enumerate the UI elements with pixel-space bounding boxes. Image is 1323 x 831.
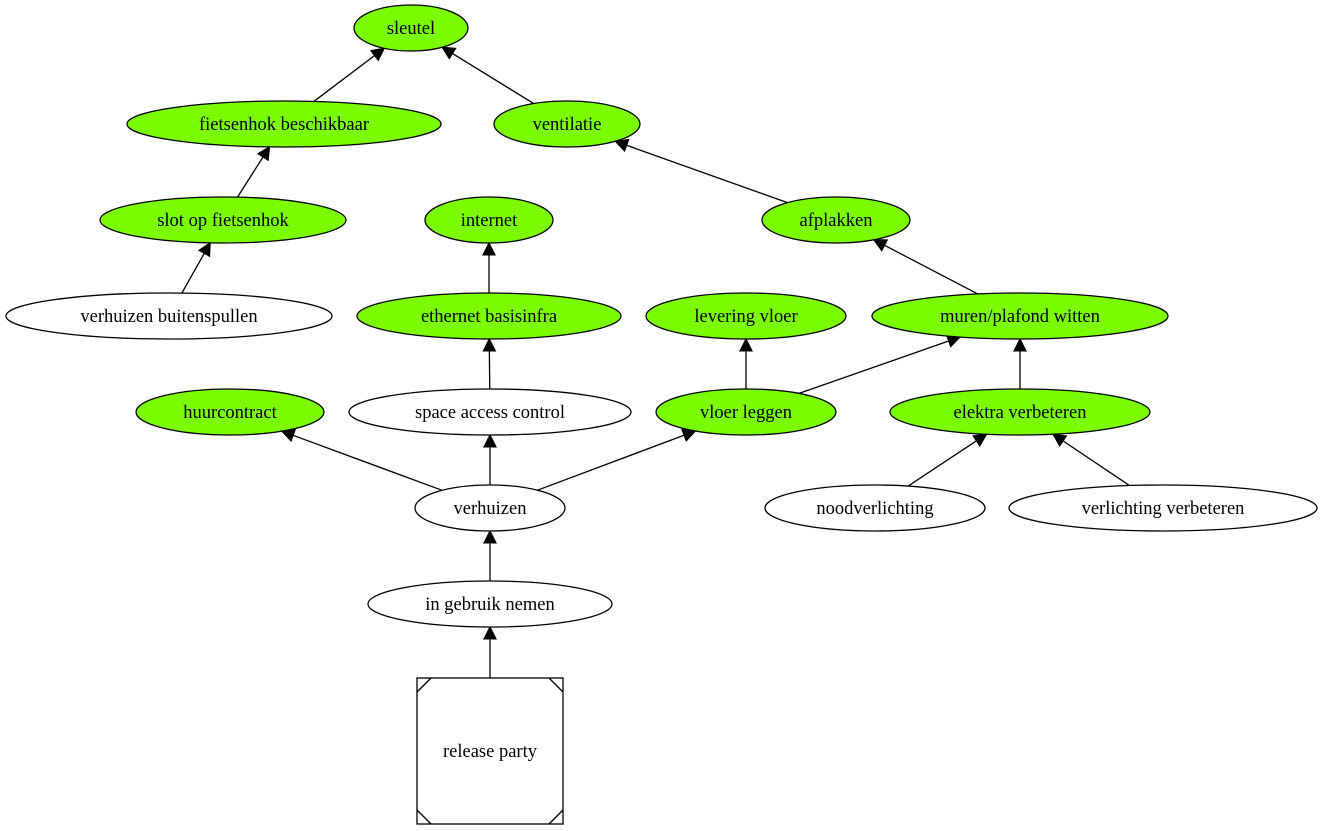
node-shape: [367, 580, 613, 628]
node-label: release party: [443, 742, 538, 762]
corner-diagonal: [416, 677, 432, 693]
node-label: huurcontract: [183, 403, 277, 423]
node-shape: [493, 100, 641, 148]
node-label: ethernet basisinfra: [421, 307, 557, 327]
edge-ventilatie-to-sleutel: [441, 46, 535, 105]
node-label: ventilatie: [533, 115, 602, 135]
node-shape: [655, 388, 837, 436]
node-shape: [135, 388, 325, 436]
node-label: elektra verbeteren: [953, 403, 1086, 423]
corner-diagonal: [548, 677, 564, 693]
node-internet[interactable]: internet: [424, 196, 554, 244]
node-in-gebruik-nemen[interactable]: in gebruik nemen: [367, 580, 613, 628]
node-ventilatie[interactable]: ventilatie: [493, 100, 641, 148]
node-vloer-leggen[interactable]: vloer leggen: [655, 388, 837, 436]
node-label: noodverlichting: [816, 499, 933, 519]
node-label: verlichting verbeteren: [1082, 499, 1245, 519]
node-verlichting-verbeteren[interactable]: verlichting verbeteren: [1008, 484, 1318, 532]
node-sleutel[interactable]: sleutel: [353, 4, 469, 52]
node-shape: [416, 677, 564, 825]
node-shape: [99, 196, 347, 244]
edge-verlichting-verbeteren-to-elektra-verbeteren: [1051, 433, 1130, 487]
node-levering-vloer[interactable]: levering vloer: [645, 292, 847, 340]
edge-verhuizen-to-vloer-leggen: [537, 428, 697, 491]
edge-verhuizen-buitenspullen-to-slot-op-fietsenhok: [181, 241, 211, 294]
node-label: space access control: [415, 403, 565, 423]
node-space-access-control[interactable]: space access control: [348, 388, 632, 436]
node-verhuizen-buitenspullen[interactable]: verhuizen buitenspullen: [5, 292, 333, 340]
node-label: levering vloer: [694, 307, 797, 327]
node-elektra-verbeteren[interactable]: elektra verbeteren: [889, 388, 1151, 436]
edge-space-access-control-to-ethernet-basisinfra: [482, 337, 497, 390]
node-verhuizen[interactable]: verhuizen: [414, 484, 566, 532]
node-label: sleutel: [387, 19, 435, 39]
edge-slot-op-fietsenhok-to-fietsenhok-beschikbaar: [236, 145, 271, 198]
node-huurcontract[interactable]: huurcontract: [135, 388, 325, 436]
node-shape: [889, 388, 1151, 436]
node-shape: [356, 292, 622, 340]
edges-layer: [181, 46, 1130, 678]
node-shape: [414, 484, 566, 532]
node-label: verhuizen buitenspullen: [80, 307, 257, 327]
node-label: slot op fietsenhok: [157, 211, 289, 231]
node-label: fietsenhok beschikbaar: [199, 115, 369, 135]
edge-noodverlichting-to-elektra-verbeteren: [907, 433, 988, 487]
node-muren-plafond-witten[interactable]: muren/plafond witten: [871, 292, 1169, 340]
node-release-party[interactable]: release party: [416, 677, 564, 825]
node-shape: [126, 100, 442, 148]
node-shape: [424, 196, 554, 244]
node-shape: [5, 292, 333, 340]
node-fietsenhok-beschikbaar[interactable]: fietsenhok beschikbaar: [126, 100, 442, 148]
node-slot-op-fietsenhok[interactable]: slot op fietsenhok: [99, 196, 347, 244]
node-label: verhuizen: [454, 499, 527, 519]
node-ethernet-basisinfra[interactable]: ethernet basisinfra: [356, 292, 622, 340]
corner-diagonal: [416, 809, 432, 825]
node-shape: [353, 4, 469, 52]
edge-afplakken-to-ventilatie: [613, 138, 788, 204]
node-shape: [761, 196, 911, 244]
node-noodverlichting[interactable]: noodverlichting: [764, 484, 986, 532]
node-shape: [348, 388, 632, 436]
nodes-layer: sleutel fietsenhok beschikbaar ventilatie s…: [5, 4, 1318, 825]
node-label: muren/plafond witten: [940, 307, 1100, 327]
node-label: vloer leggen: [700, 403, 792, 423]
node-shape: [871, 292, 1169, 340]
edge-fietsenhok-beschikbaar-to-sleutel: [313, 47, 386, 102]
node-shape: [1008, 484, 1318, 532]
edge-vloer-leggen-to-muren-plafond-witten: [798, 334, 962, 395]
edge-verhuizen-to-huurcontract: [280, 428, 443, 491]
edge-muren-plafond-witten-to-afplakken: [872, 239, 979, 295]
node-label: afplakken: [800, 211, 873, 231]
node-afplakken[interactable]: afplakken: [761, 196, 911, 244]
node-label: internet: [461, 211, 518, 231]
node-shape: [764, 484, 986, 532]
node-shape: [645, 292, 847, 340]
node-label: in gebruik nemen: [425, 595, 554, 615]
corner-diagonal: [548, 809, 564, 825]
